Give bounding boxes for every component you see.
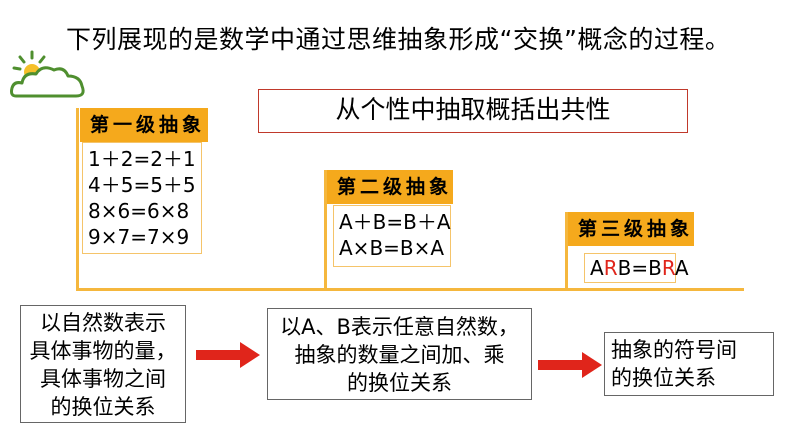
step-line: 抽象的数量之间加、乘 <box>294 343 505 367</box>
step-box-concrete: 以自然数表示 具体事物的量， 具体事物之间 的换位关系 <box>20 305 186 423</box>
formula-symbol: A <box>674 256 689 280</box>
page-title: 下列展现的是数学中通过思维抽象形成“交换”概念的过程。 <box>66 25 731 54</box>
step-line: 的换位关系 <box>50 395 156 419</box>
level-1-tag: 第一级抽象 <box>80 108 208 142</box>
level-1-formulas: 1＋2=2＋1 4＋5=5＋5 8×6=6×8 9×7=7×9 <box>82 142 202 254</box>
level-3-formula: ARB=BRA <box>584 253 689 283</box>
level-3-tag: 第三级抽象 <box>568 212 694 246</box>
baseline-connector <box>76 288 744 291</box>
step-line: 具体事物的量， <box>29 339 177 363</box>
step-line: 抽象的符号间 <box>611 338 737 362</box>
step-line: 以A、B表示任意自然数， <box>280 315 519 339</box>
level-1-connector-vertical <box>76 108 79 290</box>
step-line: 以自然数表示 <box>40 311 166 335</box>
level-2-tag: 第二级抽象 <box>327 170 453 204</box>
step-box-symbolic: 抽象的符号间 的换位关系 <box>604 332 774 396</box>
level-2-formulas: A＋B=B＋A A×B=B×A <box>333 205 451 267</box>
step-line: 的换位关系 <box>347 371 452 395</box>
step-line: 具体事物之间 <box>40 367 166 391</box>
step-line: 的换位关系 <box>611 366 716 390</box>
formula-symbol: B <box>617 256 632 280</box>
formula-symbol: = <box>631 256 649 280</box>
formula-line: 9×7=7×9 <box>88 225 190 249</box>
formula-line: 8×6=6×8 <box>88 199 190 223</box>
relation-symbol: R <box>603 256 618 280</box>
formula-line: 4＋5=5＋5 <box>88 173 196 197</box>
sun-cloud-icon <box>10 50 85 98</box>
formula-line: A＋B=B＋A <box>339 210 451 234</box>
right-arrow-icon <box>538 352 602 378</box>
level-3-connector-vertical <box>565 212 568 290</box>
formula-line: A×B=B×A <box>339 236 445 260</box>
step-box-general: 以A、B表示任意自然数， 抽象的数量之间加、乘 的换位关系 <box>267 308 532 400</box>
formula-symbol: A <box>590 256 604 280</box>
right-arrow-icon <box>196 342 260 368</box>
relation-symbol: R <box>661 256 675 280</box>
level-2-connector-vertical <box>324 170 327 290</box>
formula-line: 1＋2=2＋1 <box>88 147 196 171</box>
formula-symbol: B <box>648 256 662 280</box>
summary-box: 从个性中抽取概括出共性 <box>258 89 688 133</box>
